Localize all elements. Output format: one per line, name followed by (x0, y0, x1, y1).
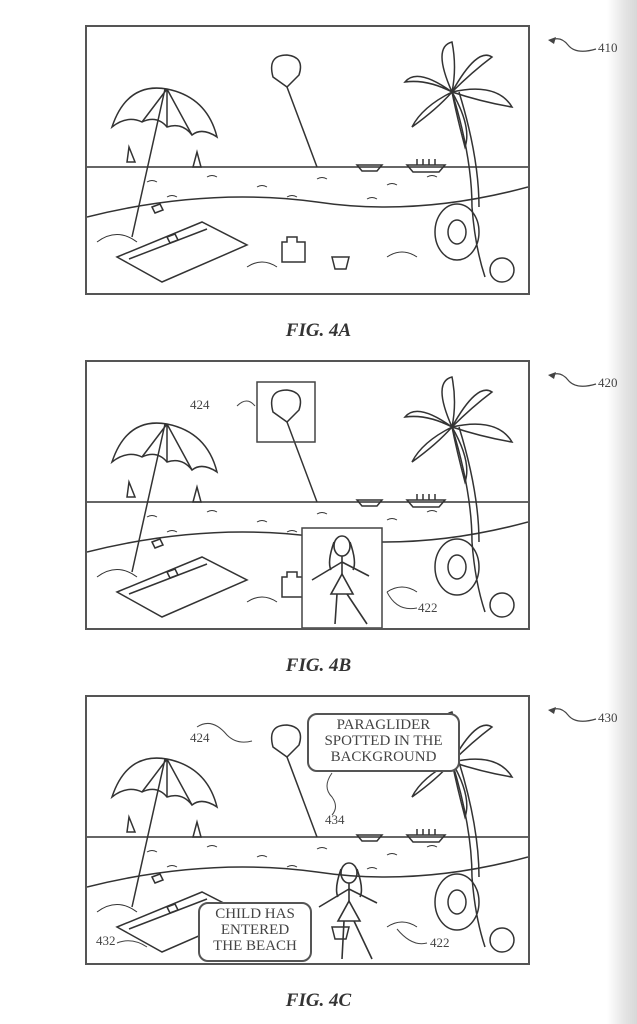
child-figure (311, 535, 370, 625)
boats (355, 159, 447, 173)
leader-line (196, 722, 253, 743)
swim-ring (434, 203, 480, 261)
figure-4b-caption: FIG. 4B (285, 655, 352, 676)
paraglider-callout-label: 434 (325, 812, 345, 827)
sandals (150, 873, 180, 914)
beach-ball (489, 257, 515, 283)
leader-line (116, 940, 148, 948)
shoreline (87, 856, 528, 888)
child-label: 422 (418, 600, 438, 615)
palm-tree (403, 376, 514, 613)
waves (146, 845, 438, 870)
swim-ring (434, 538, 480, 596)
waves (146, 175, 438, 200)
reference-arrow-icon (548, 37, 597, 52)
boats (355, 494, 447, 508)
callout-line: SPOTTED IN THE (324, 733, 443, 749)
sand-mounds (96, 569, 418, 603)
figure-4c-panel: PARAGLIDER SPOTTED IN THE BACKGROUND CHI… (85, 695, 530, 965)
reference-arrow-icon (548, 372, 597, 387)
umbrella (110, 757, 219, 908)
paraglider-callout: PARAGLIDER SPOTTED IN THE BACKGROUND (307, 713, 460, 772)
child-callout: CHILD HAS ENTERED THE BEACH (198, 902, 312, 962)
callout-line: CHILD HAS (215, 906, 295, 922)
umbrella (110, 87, 219, 238)
child-label: 422 (430, 935, 450, 950)
towel-callout-label: 432 (96, 933, 116, 948)
sailboats (126, 144, 202, 168)
callout-line: ENTERED (220, 922, 290, 938)
paraglider-label: 424 (190, 730, 210, 745)
shoreline (87, 186, 528, 218)
towel (115, 556, 249, 618)
beach-ball (489, 927, 515, 953)
figure-4a-panel (85, 25, 530, 295)
towel (115, 221, 249, 283)
page-edge-shadow (607, 0, 637, 1024)
child-figure (318, 862, 378, 960)
figure-4c-reference-number: 430 (598, 710, 618, 725)
sand-mounds (96, 234, 418, 268)
leader-line (326, 772, 336, 816)
paraglider (270, 389, 318, 503)
figure-4a-reference-number: 410 (598, 40, 618, 55)
sandals (150, 538, 180, 579)
paraglider-label: 424 (190, 397, 210, 412)
beach-scene-drawing (87, 41, 528, 283)
umbrella (110, 422, 219, 573)
annotations (116, 722, 428, 960)
swim-ring (434, 873, 480, 931)
sailboats (126, 814, 202, 838)
reference-arrow-icon (548, 707, 597, 722)
callout-line: THE BEACH (213, 938, 297, 954)
beach-scene-drawing (87, 376, 528, 618)
bucket (331, 256, 350, 270)
palm-tree (403, 41, 514, 278)
figure-4a-caption: FIG. 4A (285, 320, 352, 341)
callout-line: BACKGROUND (330, 749, 437, 765)
paraglider-detection-box (256, 381, 316, 443)
beach-ball (489, 592, 515, 618)
figure-4c-caption: FIG. 4C (285, 990, 352, 1011)
callout-line: PARAGLIDER (336, 717, 431, 733)
figure-4b-reference-number: 420 (598, 375, 618, 390)
sandals (150, 203, 180, 244)
detection-boxes (236, 381, 418, 628)
sailboats (126, 479, 202, 503)
paraglider (270, 54, 318, 168)
paraglider (270, 724, 318, 838)
boats (355, 829, 447, 843)
sandcastle (281, 236, 306, 263)
leader-line (396, 928, 428, 945)
figure-4b-panel (85, 360, 530, 630)
